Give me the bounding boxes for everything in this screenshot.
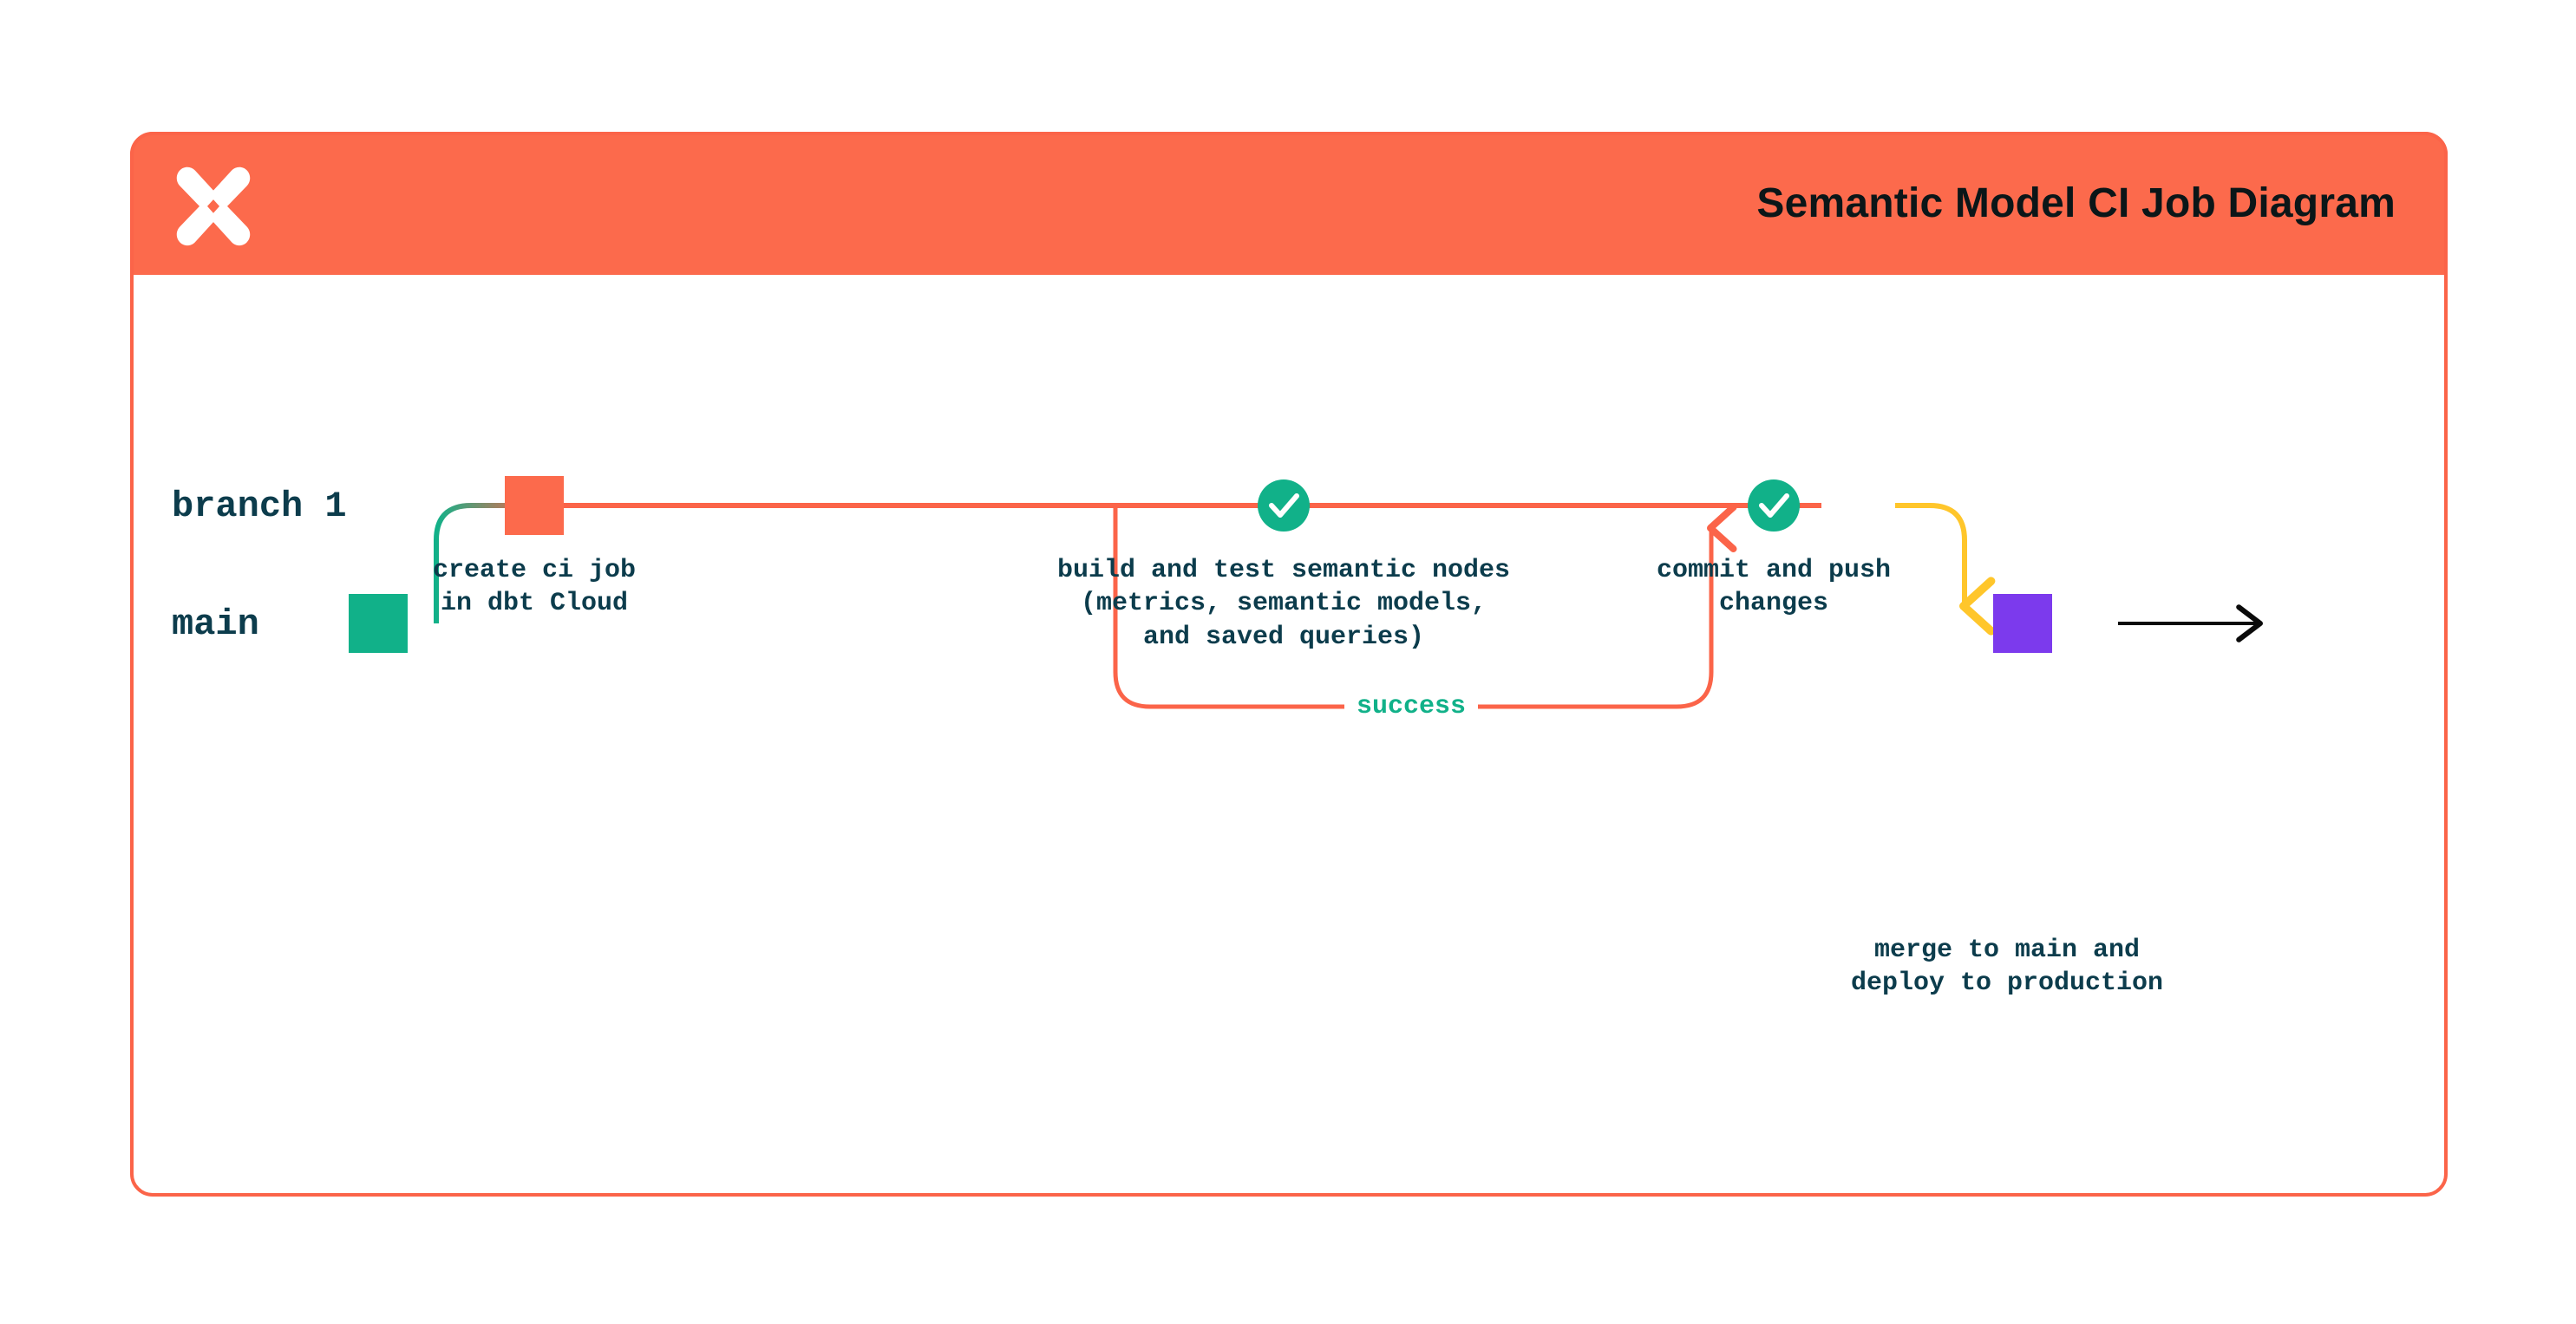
node-main-start[interactable] [349,594,408,653]
check-icon [1759,493,1789,518]
diagram-canvas: branch 1 main create ci job in dbt Cloud… [130,275,2448,1197]
node-label-create-ci-job: create ci job in dbt Cloud [432,556,637,619]
edge-merge-down [1895,503,1996,636]
node-create-ci-job[interactable] [505,476,564,535]
check-icon [1269,493,1299,518]
node-label-commit-and-push: commit and push changes [1656,556,1892,619]
node-label-build-and-test: build and test semantic nodes (metrics, … [1056,556,1511,652]
edge-label-success: success [1344,694,1479,720]
page-title: Semantic Model CI Job Diagram [1756,180,2396,226]
node-merge-to-main[interactable] [1993,594,2052,653]
dbt-logo-icon [176,166,251,245]
card-header: Semantic Model CI Job Diagram [130,132,2448,275]
diagram-card [130,132,2448,1197]
branch-label-main: main [172,603,259,645]
edge-branch-off [434,503,538,623]
node-commit-and-push[interactable] [1748,479,1800,532]
node-build-and-test[interactable] [1258,479,1310,532]
node-label-merge-to-main: merge to main and deploy to production [1850,936,2164,999]
branch-label-branch1: branch 1 [172,486,347,527]
